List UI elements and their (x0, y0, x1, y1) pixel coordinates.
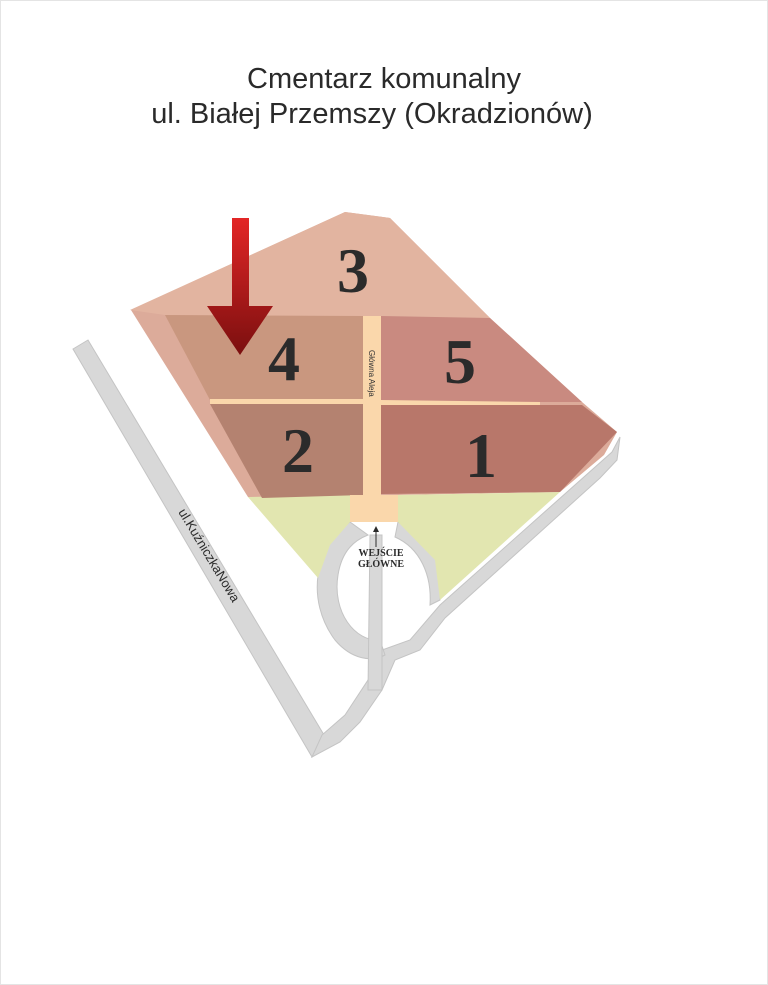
sector-3-number: 3 (337, 235, 369, 306)
map-title-line-1: Cmentarz komunalny (247, 63, 521, 95)
green-area-west (248, 495, 350, 578)
entrance-square (350, 495, 398, 522)
entrance-arrow-icon (373, 526, 379, 547)
entrance-label-line-2: GŁÓWNE (358, 558, 404, 570)
sector-2-number: 2 (282, 415, 314, 486)
map-title-line-2: ul. Białej Przemszy (Okradzionów) (151, 98, 593, 130)
sector-2[interactable] (210, 404, 363, 498)
sector-1-number: 1 (465, 420, 497, 491)
sector-4-number: 4 (268, 323, 300, 394)
entrance-label-line-1: WEJŚCIE (358, 547, 403, 559)
access-road (310, 436, 621, 759)
main-alley (363, 316, 381, 495)
arrow-down-icon (207, 218, 273, 355)
sector-5-number: 5 (444, 326, 476, 397)
entrance-loop (316, 521, 386, 660)
cross-alley (210, 399, 363, 404)
sector-3[interactable] (130, 212, 490, 318)
sector-4[interactable] (165, 315, 363, 400)
entrance-path (367, 534, 383, 691)
cross-alley-east (381, 400, 540, 405)
sector-5[interactable] (381, 316, 582, 402)
sector-1[interactable] (381, 405, 617, 494)
green-area-east (398, 492, 560, 600)
main-alley-label: Główna Aleja (367, 350, 376, 397)
street-label: ul.KuźniczkaNowa (175, 506, 243, 605)
